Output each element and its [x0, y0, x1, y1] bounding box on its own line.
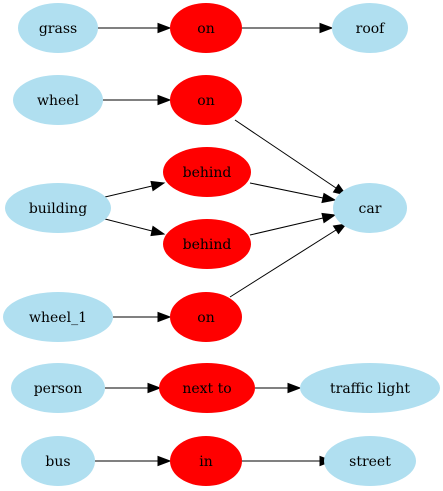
- object-node-shape: [324, 436, 416, 486]
- node-in[interactable]: in: [170, 436, 242, 486]
- arrow-head: [150, 225, 166, 237]
- relation-node-shape: [170, 3, 242, 53]
- node-label: wheel_1: [29, 310, 87, 326]
- node-car[interactable]: car: [333, 183, 407, 233]
- node-label: roof: [356, 21, 387, 37]
- arrow-head: [157, 22, 172, 34]
- node-label: wheel: [37, 93, 80, 109]
- node-on[interactable]: on: [170, 292, 242, 342]
- node-label: bus: [45, 454, 70, 470]
- node-next-to[interactable]: next to: [159, 363, 255, 413]
- node-wheel[interactable]: wheel: [13, 75, 103, 125]
- edge-behind-car: [249, 217, 324, 236]
- object-node-shape: [333, 183, 407, 233]
- node-label: street: [349, 454, 391, 470]
- object-node-shape: [18, 3, 98, 53]
- edge-building-behind: [104, 218, 153, 232]
- object-node-shape: [13, 75, 103, 125]
- node-on[interactable]: on: [170, 75, 242, 125]
- object-node-shape: [5, 183, 111, 233]
- arrow-head: [157, 311, 172, 323]
- node-traffic-light[interactable]: traffic light: [300, 363, 440, 413]
- node-on[interactable]: on: [170, 3, 242, 53]
- node-label: on: [197, 310, 214, 326]
- node-person[interactable]: person: [11, 363, 105, 413]
- arrow-head: [321, 212, 337, 224]
- arrow-head: [157, 94, 172, 106]
- node-label: on: [197, 21, 214, 37]
- node-grass[interactable]: grass: [18, 3, 98, 53]
- arrow-head: [332, 223, 348, 235]
- relation-node-shape: [170, 292, 242, 342]
- node-label: behind: [183, 237, 232, 253]
- node-behind[interactable]: behind: [163, 147, 251, 197]
- arrow-head: [321, 192, 337, 204]
- relation-node-shape: [163, 147, 251, 197]
- object-node-shape: [21, 436, 95, 486]
- node-label: behind: [183, 165, 232, 181]
- relation-node-shape: [159, 363, 255, 413]
- relation-node-shape: [170, 436, 242, 486]
- edge-on-car: [234, 119, 337, 189]
- edges-layer: [95, 22, 348, 467]
- arrow-head: [150, 180, 166, 192]
- object-node-shape: [300, 363, 440, 413]
- node-label: traffic light: [330, 381, 410, 397]
- object-node-shape: [332, 3, 408, 53]
- arrow-head: [287, 382, 302, 394]
- arrow-head: [147, 382, 162, 394]
- relation-node-shape: [163, 219, 251, 269]
- edge-behind-car: [249, 182, 324, 199]
- object-node-shape: [3, 292, 113, 342]
- node-roof[interactable]: roof: [332, 3, 408, 53]
- node-label: next to: [182, 381, 231, 397]
- node-building[interactable]: building: [5, 183, 111, 233]
- arrow-head: [157, 455, 172, 467]
- node-label: on: [197, 93, 214, 109]
- node-label: building: [29, 201, 87, 217]
- relation-node-shape: [170, 75, 242, 125]
- edge-building-behind: [104, 185, 153, 198]
- node-label: in: [199, 454, 213, 470]
- edge-on-car: [229, 229, 337, 298]
- node-street[interactable]: street: [324, 436, 416, 486]
- object-node-shape: [11, 363, 105, 413]
- node-bus[interactable]: bus: [21, 436, 95, 486]
- node-wheel-1[interactable]: wheel_1: [3, 292, 113, 342]
- node-label: car: [359, 201, 382, 217]
- arrow-head: [319, 22, 334, 34]
- node-behind[interactable]: behind: [163, 219, 251, 269]
- node-label: grass: [39, 21, 77, 37]
- node-label: person: [34, 381, 83, 397]
- nodes-layer: grass on roof wheel on building behind: [3, 3, 440, 486]
